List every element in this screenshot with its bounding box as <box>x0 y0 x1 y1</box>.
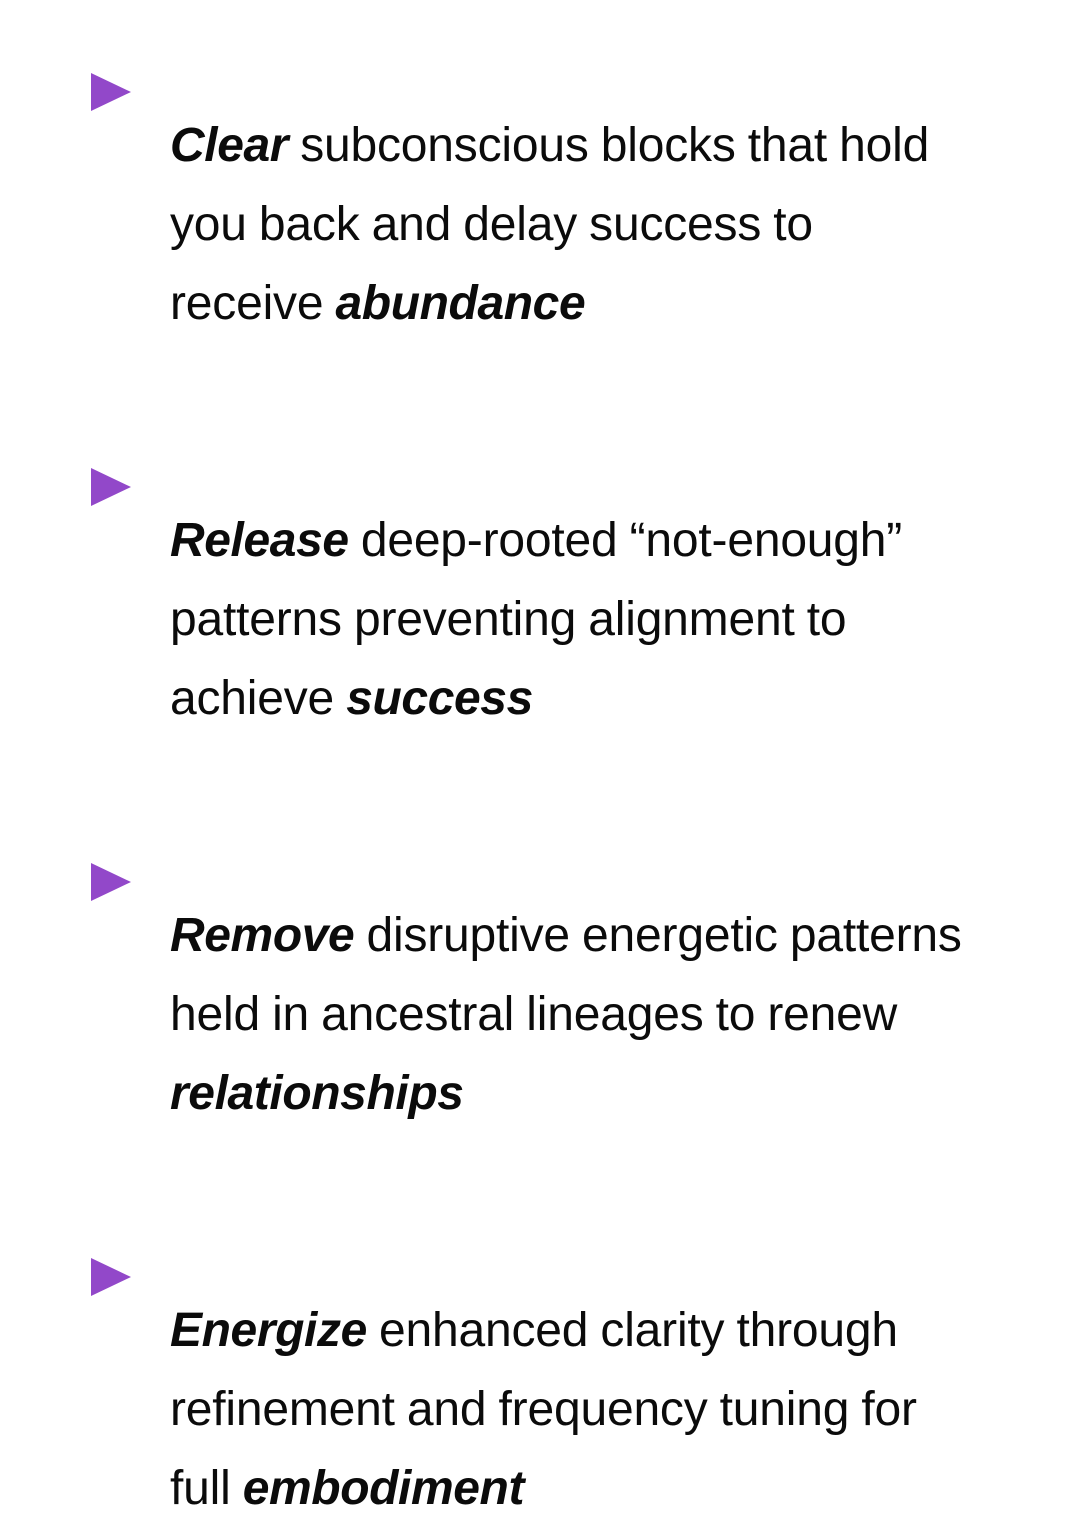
triangle-right-icon <box>91 468 131 506</box>
list-item: Remove disruptive energetic patterns hel… <box>0 848 1080 1243</box>
benefits-bullet-list: Clear subconscious blocks that hold you … <box>0 58 1080 1515</box>
bullet-emphasis-2: success <box>346 672 533 725</box>
bullet-emphasis-1: abundance <box>335 277 586 330</box>
bullet-emphasis-3: relationships <box>170 1067 464 1120</box>
bullet-lead-word-1: Clear <box>170 119 289 172</box>
bullet-lead-word-4: Energize <box>170 1304 367 1357</box>
bullet-body-2: deep-rooted “not-enough” patterns preven… <box>170 514 903 725</box>
triangle-right-icon <box>91 863 131 901</box>
bullet-lead-word-3: Remove <box>170 909 355 962</box>
triangle-right-icon <box>91 1258 131 1296</box>
bullet-lead-word-2: Release <box>170 514 349 567</box>
bullet-body-3: disruptive energetic patterns held in an… <box>170 909 962 1041</box>
triangle-right-icon <box>91 73 131 111</box>
bullet-emphasis-4: embodiment <box>242 1462 525 1515</box>
bullet-text-1: Clear subconscious blocks that hold you … <box>170 106 970 343</box>
bullet-body-4: enhanced clarity through refinement and … <box>170 1304 917 1515</box>
bullet-text-3: Remove disruptive energetic patterns hel… <box>170 896 970 1133</box>
bullet-text-4: Energize enhanced clarity through refine… <box>170 1291 970 1528</box>
list-item: Release deep-rooted “not-enough” pattern… <box>0 453 1080 848</box>
bullet-body-1: subconscious blocks that hold you back a… <box>170 119 930 330</box>
list-item: Clear subconscious blocks that hold you … <box>0 58 1080 453</box>
bullet-text-2: Release deep-rooted “not-enough” pattern… <box>170 501 970 738</box>
